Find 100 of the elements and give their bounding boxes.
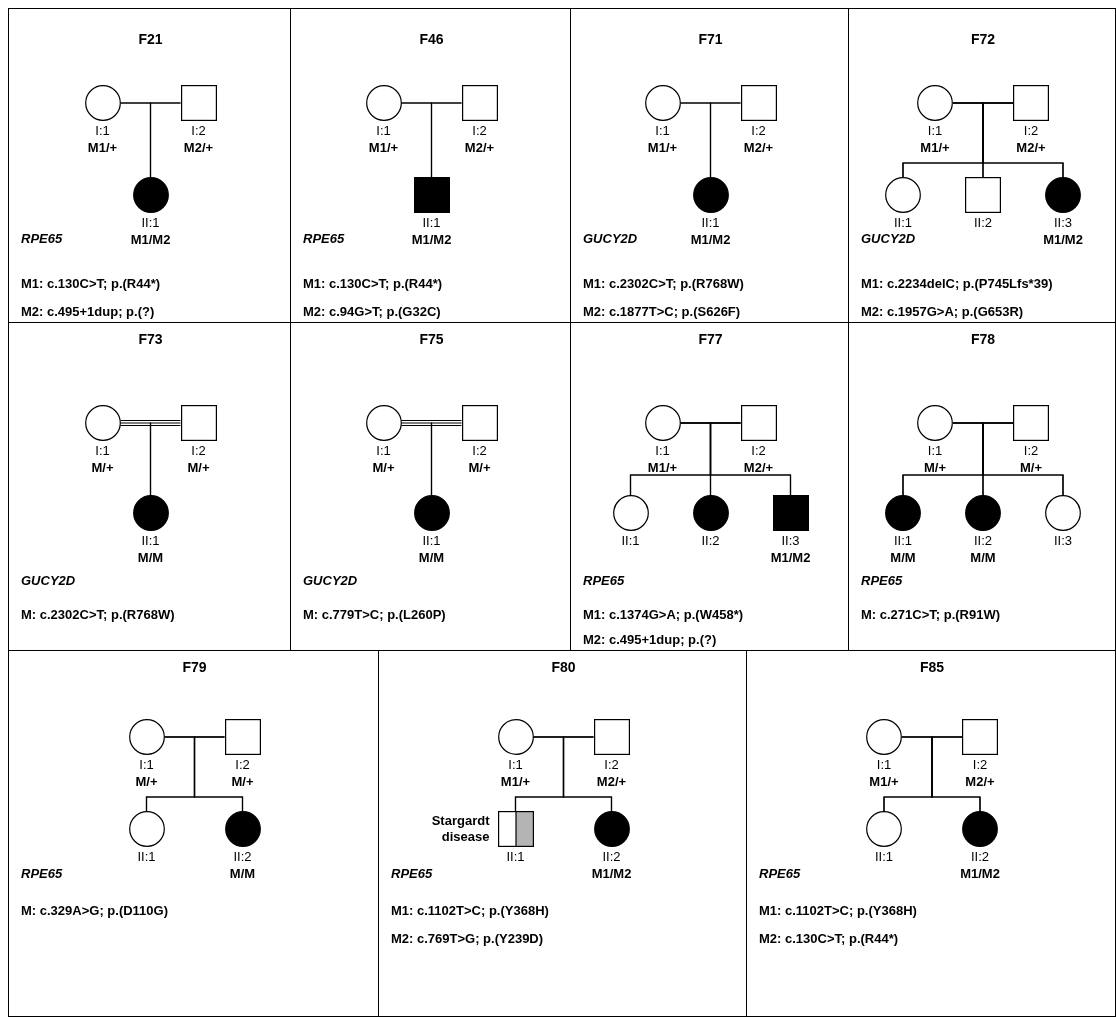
genotype-label: M/M (229, 866, 256, 882)
genotype-label: M2/+ (965, 774, 995, 790)
pedigree-circle (917, 85, 953, 121)
genotype-label: M1/+ (368, 140, 399, 156)
genotype-label: M/+ (468, 460, 491, 476)
descent-line (430, 422, 463, 496)
gene-name: GUCY2D (861, 231, 916, 247)
pedigree-square (740, 85, 777, 121)
variant-description: M1: c.2302C>T; p.(R768W) (583, 276, 744, 292)
variant-description: M1: c.1102T>C; p.(Y368H) (391, 903, 549, 919)
individual-id: II:1 (701, 215, 720, 231)
marriage-line (401, 420, 462, 426)
genotype-label: M/+ (231, 774, 254, 790)
descent-line (562, 736, 613, 812)
pedigree-circle (866, 719, 902, 755)
individual-id: II:1 (422, 215, 441, 231)
variant-description: M2: c.495+1dup; p.(?) (21, 304, 155, 320)
gene-name: RPE65 (861, 573, 903, 589)
pedigree-circle (962, 811, 998, 847)
family-title: F79 (182, 659, 207, 675)
genotype-label: M1/+ (87, 140, 118, 156)
descent-line (193, 736, 244, 812)
genotype-label: M/M (137, 550, 164, 566)
variant-description: M2: c.1957G>A; p.(G653R) (861, 304, 1024, 320)
pedigree-circle (413, 495, 450, 531)
pedigree-circle (132, 495, 169, 531)
pedigree-square (1013, 405, 1049, 441)
individual-id: I:2 (751, 443, 766, 459)
individual-id: I:1 (376, 443, 391, 459)
individual-id: I:1 (927, 123, 943, 139)
pedigree-circle (84, 85, 121, 121)
genotype-label: M1/M2 (411, 232, 452, 248)
genotype-label: M/M (418, 550, 445, 566)
genotype-label: M2/+ (183, 140, 214, 156)
individual-id: II:3 (1053, 533, 1073, 549)
genotype-label: M1/+ (869, 774, 899, 790)
variant-description: M: c.2302C>T; p.(R768W) (21, 607, 175, 623)
genotype-label: M1/M2 (130, 232, 171, 248)
pedigree-square (497, 811, 534, 847)
pedigree-circle (612, 495, 649, 531)
family-title: F77 (698, 331, 723, 347)
pedigree-circle (866, 811, 902, 847)
family-title: F75 (419, 331, 444, 347)
pedigree-square (1013, 85, 1049, 121)
gene-name: RPE65 (391, 866, 433, 882)
pedigree-circle (365, 85, 402, 121)
individual-id: II:3 (1053, 215, 1073, 231)
individual-id: II:1 (874, 849, 894, 865)
individual-id: I:2 (1023, 443, 1039, 459)
family-title: F21 (138, 31, 163, 47)
individual-id: I:1 (655, 123, 670, 139)
pedigree-square (413, 177, 450, 213)
gene-name: RPE65 (303, 231, 345, 247)
genotype-label: M1/+ (920, 140, 950, 156)
descent-line (982, 102, 1064, 178)
pedigree-square (461, 405, 498, 441)
variant-description: M2: c.94G>T; p.(G32C) (303, 304, 441, 320)
family-title: F73 (138, 331, 163, 347)
variant-description: M1: c.130C>T; p.(R44*) (303, 276, 443, 292)
pedigree-circle (644, 405, 681, 441)
individual-id: I:2 (472, 123, 487, 139)
genotype-label: M1/+ (647, 460, 678, 476)
variant-description: M: c.779T>C; p.(L260P) (303, 607, 446, 623)
individual-id: I:2 (472, 443, 487, 459)
pedigree-circle (128, 811, 165, 847)
individual-id: II:2 (701, 533, 720, 549)
family-title: F85 (919, 659, 945, 675)
genotype-label: M/+ (924, 460, 946, 476)
pedigree-circle (692, 177, 729, 213)
variant-description: M2: c.130C>T; p.(R44*) (759, 931, 899, 947)
variant-description: M1: c.1374G>A; p.(W458*) (583, 607, 744, 623)
individual-id: II:1 (621, 533, 640, 549)
pedigree-circle (917, 405, 953, 441)
pedigree-circle (965, 495, 1001, 531)
variant-description: M: c.329A>G; p.(D110G) (21, 903, 169, 919)
pedigree-circle (224, 811, 261, 847)
individual-id: II:2 (973, 215, 993, 231)
individual-id: I:2 (1023, 123, 1039, 139)
family-title: F71 (698, 31, 723, 47)
gene-name: RPE65 (21, 866, 63, 882)
gene-name: GUCY2D (21, 573, 76, 589)
descent-line (982, 422, 1064, 496)
pedigree-circle (132, 177, 169, 213)
genotype-label: M2/+ (743, 460, 774, 476)
pedigree-circle (128, 719, 165, 755)
pedigree-circle (644, 85, 681, 121)
genotype-label: M/+ (91, 460, 114, 476)
genotype-label: M2/+ (596, 774, 627, 790)
family-title: F46 (419, 31, 444, 47)
variant-description: M2: c.1877T>C; p.(S626F) (583, 304, 741, 320)
genotype-label: M/M (970, 550, 996, 566)
pedigree-square (180, 405, 217, 441)
pedigree-square (461, 85, 498, 121)
pedigree-circle (1045, 495, 1081, 531)
pedigree-circle (497, 719, 534, 755)
individual-id: II:1 (422, 533, 441, 549)
variant-description: M1: c.2234delC; p.(P745Lfs*39) (861, 276, 1053, 292)
genotype-label: M/+ (1020, 460, 1042, 476)
individual-id: I:1 (927, 443, 943, 459)
individual-id: I:1 (139, 757, 154, 773)
